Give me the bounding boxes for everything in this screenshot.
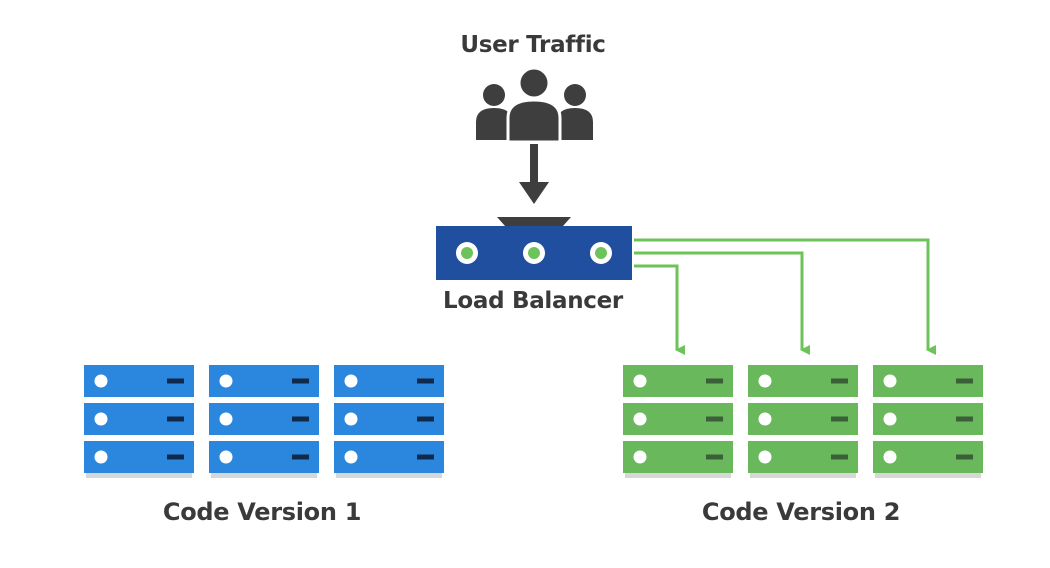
- server-led: [758, 412, 772, 426]
- server-unit: [623, 441, 733, 473]
- status-indicator: [590, 242, 612, 264]
- server-led: [344, 450, 358, 464]
- users-icon: [476, 66, 593, 144]
- status-indicator: [456, 242, 478, 264]
- server-led: [758, 374, 772, 388]
- server-led: [219, 450, 233, 464]
- server-led: [633, 374, 647, 388]
- server-led: [883, 412, 897, 426]
- server-led: [219, 374, 233, 388]
- server-led: [94, 374, 108, 388]
- server-slot: [706, 416, 723, 422]
- server-led: [758, 450, 772, 464]
- server-slot: [706, 454, 723, 460]
- server-unit: [623, 403, 733, 435]
- server-slot: [956, 378, 973, 384]
- server-unit: [873, 403, 983, 435]
- route-arrow-server-3: [634, 238, 936, 355]
- server-led: [633, 412, 647, 426]
- server-shadow: [625, 473, 731, 478]
- server-shadow: [211, 473, 317, 478]
- server-unit: [873, 441, 983, 473]
- routing-arrows: [634, 238, 936, 355]
- server-led: [883, 374, 897, 388]
- user-traffic-label: User Traffic: [460, 32, 606, 58]
- server-unit: [84, 403, 194, 435]
- server-unit: [84, 365, 194, 397]
- server-slot: [167, 454, 184, 460]
- server-stack: [873, 365, 983, 478]
- server-unit: [748, 403, 858, 435]
- server-slot: [831, 378, 848, 384]
- server-led: [219, 412, 233, 426]
- server-shadow: [750, 473, 856, 478]
- server-slot: [956, 454, 973, 460]
- code-version-1-label: Code Version 1: [162, 498, 362, 526]
- server-stack: [84, 365, 194, 478]
- server-stack: [748, 365, 858, 478]
- server-shadow: [336, 473, 442, 478]
- server-unit: [209, 365, 319, 397]
- server-slot: [292, 378, 309, 384]
- server-led: [344, 374, 358, 388]
- server-stack: [623, 365, 733, 478]
- status-indicator: [523, 242, 545, 264]
- server-shadow: [86, 473, 192, 478]
- server-slot: [167, 378, 184, 384]
- server-unit: [873, 365, 983, 397]
- server-led: [94, 450, 108, 464]
- server-slot: [292, 454, 309, 460]
- server-slot: [831, 416, 848, 422]
- server-stack: [209, 365, 319, 478]
- server-led: [633, 450, 647, 464]
- server-stack: [334, 365, 444, 478]
- server-unit: [748, 365, 858, 397]
- server-slot: [167, 416, 184, 422]
- code-version-2-label: Code Version 2: [701, 498, 901, 526]
- server-shadow: [875, 473, 981, 478]
- server-slot: [417, 454, 434, 460]
- server-slot: [417, 378, 434, 384]
- server-led: [883, 450, 897, 464]
- server-group-code-version-2: [623, 365, 983, 478]
- server-unit: [209, 403, 319, 435]
- server-slot: [831, 454, 848, 460]
- route-arrow-server-2: [634, 251, 810, 355]
- server-group-code-version-1: [84, 365, 444, 478]
- server-unit: [623, 365, 733, 397]
- server-slot: [706, 378, 723, 384]
- server-unit: [84, 441, 194, 473]
- server-slot: [956, 416, 973, 422]
- server-unit: [334, 365, 444, 397]
- server-led: [344, 412, 358, 426]
- route-arrow-server-1: [634, 264, 685, 355]
- server-unit: [334, 403, 444, 435]
- server-slot: [417, 416, 434, 422]
- server-unit: [748, 441, 858, 473]
- server-slot: [292, 416, 309, 422]
- load-balancer-label: Load Balancer: [443, 288, 623, 314]
- traffic-arrow: [519, 144, 549, 204]
- server-unit: [209, 441, 319, 473]
- load-balancer-icon: [436, 217, 632, 280]
- server-unit: [334, 441, 444, 473]
- server-led: [94, 412, 108, 426]
